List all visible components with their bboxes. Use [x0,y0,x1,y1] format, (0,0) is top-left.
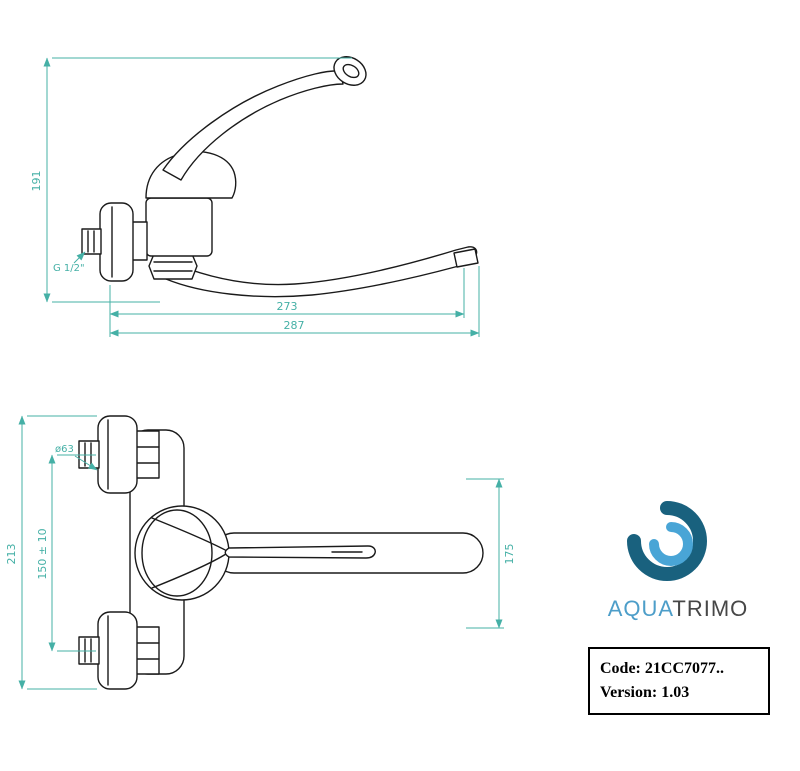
bottom-connection-flange [97,611,138,690]
drawing-version: Version: 1.03 [600,684,690,701]
dimension-label-centers: 150 ± 10 [36,528,49,579]
spout-aerator [453,248,479,268]
front-view-drawing: 213 150 ± 10 ø63 175 [5,415,516,690]
side-view-dimensions: 191 G 1/2" 273 287 [30,57,480,337]
brand-name-aqua: AQUA [607,596,673,621]
dimension-label-flange-diameter: ø63 [55,444,74,455]
logo-swirl-inner [649,522,693,566]
lever-ring [333,56,367,86]
lever-arm [162,70,344,181]
dimension-label-overall-reach: 287 [284,319,305,332]
wall-collar [131,221,148,261]
dimension-label-overall-height: 213 [5,544,18,565]
cartridge-dome-inner [141,509,213,597]
title-block: Code: 21CC7077.. Version: 1.03 [588,647,770,715]
top-nut-facets [135,446,160,464]
top-connection-flange [97,415,138,494]
valve-body [145,197,213,257]
bottom-nut-facets [135,642,160,660]
side-view-drawing: 191 G 1/2" 273 287 [30,56,480,337]
dimension-label-spout: 175 [503,544,516,565]
cartridge-dome [134,505,230,601]
flange-diameter-leader [74,455,98,471]
thread-stub [81,228,102,255]
front-view-dimensions: 213 150 ± 10 ø63 175 [5,415,516,690]
brand-wordmark: AQUATRIMO [594,596,762,622]
brand-name-trimo: TRIMO [672,596,749,621]
lever-front [224,545,376,559]
wall-flange [99,202,134,282]
brand-logo [627,501,707,581]
dimension-label-reach: 273 [277,300,298,313]
product-code: Code: 21CC7077.. [600,660,724,677]
thread-leader [73,251,86,264]
front-view-faucet [78,415,484,690]
dimension-label-height: 191 [30,171,43,192]
thread-lines [87,230,95,253]
dimension-label-thread: G 1/2" [53,263,85,274]
top-connection-nut [135,430,160,479]
logo-swirl-outer [627,501,707,581]
mounting-nut [148,253,198,280]
side-view-faucet [81,56,479,298]
lever-ring-hole [342,63,360,79]
spout [165,246,478,298]
mounting-nut-facets [153,261,193,272]
bottom-connection-nut [135,626,160,675]
